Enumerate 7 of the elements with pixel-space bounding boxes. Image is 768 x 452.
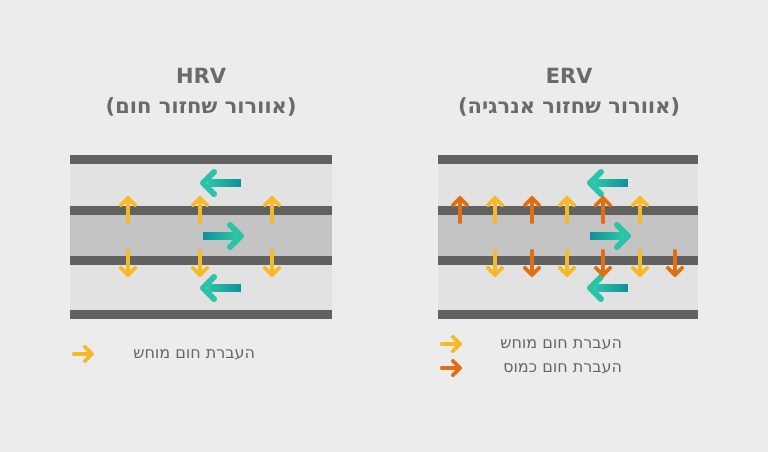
legend-label: העברת חום מוחש [500,333,622,352]
title: ERV [546,64,592,88]
subtitle: (אוורור שחזור אנרגיה) [458,94,680,118]
legend-label: העברת חום מוחש [133,343,255,362]
title: HRV [176,64,226,88]
subtitle: (אוורור שחזור חום) [106,94,296,118]
legend-label: העברת חום כמוס [503,357,622,376]
